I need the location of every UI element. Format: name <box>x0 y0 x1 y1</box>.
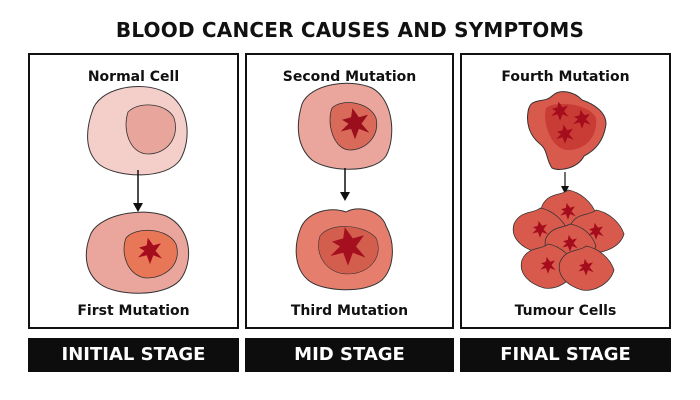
panel-initial: Normal Cell First Mutation <box>28 53 239 329</box>
label-third-mutation: Third Mutation <box>290 303 409 319</box>
label-tumour-cells: Tumour Cells <box>514 303 617 319</box>
second-mutation-cell-icon <box>297 82 393 170</box>
label-first-mutation: First Mutation <box>77 303 190 319</box>
label-normal-cell: Normal Cell <box>87 69 180 85</box>
normal-cell-icon <box>87 85 188 176</box>
label-second-mutation: Second Mutation <box>282 69 417 85</box>
panel-mid: Second Mutation Third Mutation <box>245 53 454 329</box>
stage-bar-final: FINAL STAGE <box>460 338 671 372</box>
third-mutation-cell-icon <box>295 208 393 291</box>
stage-bar-initial: INITIAL STAGE <box>28 338 239 372</box>
stage-bar-mid: MID STAGE <box>245 338 454 372</box>
tumour-cells-cluster-icon <box>512 189 625 291</box>
diagram-title: BLOOD CANCER CAUSES AND SYMPTOMS <box>115 18 585 42</box>
first-mutation-cell-icon <box>85 211 190 294</box>
panel-final: Fourth Mutation Tumour Cells <box>460 53 671 329</box>
fourth-mutation-cell-icon <box>527 91 607 170</box>
label-fourth-mutation: Fourth Mutation <box>501 69 630 85</box>
